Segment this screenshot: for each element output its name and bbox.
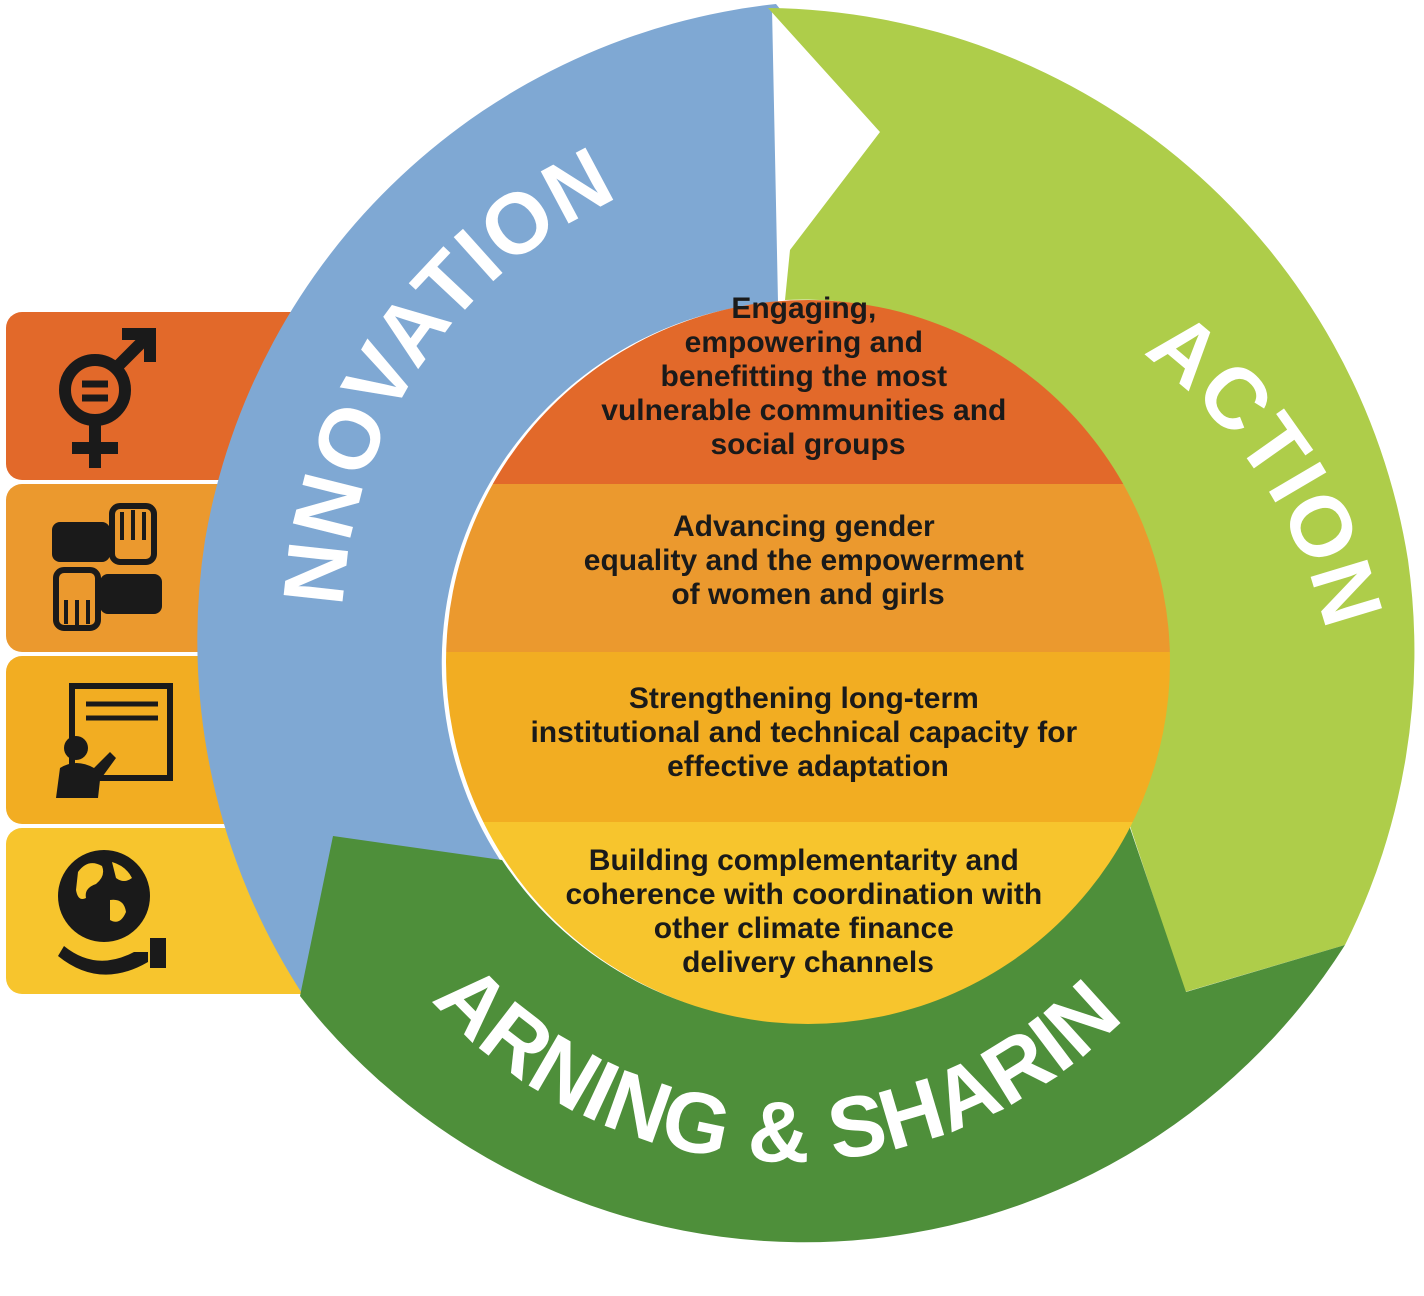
priority-4-text: Building complementarity and coherence w… [565, 844, 1050, 979]
priority-1-text: Engaging, empowering and benefitting the… [601, 292, 1014, 461]
outer-ring [197, 4, 1415, 1243]
globe-in-hand-icon [58, 850, 166, 975]
band-3 [446, 652, 1170, 822]
band-2 [446, 484, 1170, 652]
action-segment [768, 8, 1415, 992]
innovation-segment [197, 4, 881, 998]
joined-hands-icon [52, 503, 162, 631]
teaching-presentation-icon [56, 683, 173, 798]
priority-3-text: Strengthening long-term institutional an… [530, 682, 1085, 783]
priority-2-text: Advancing gender equality and the empowe… [584, 510, 1032, 611]
learning-segment [300, 822, 1345, 1243]
gender-equality-icon [59, 328, 156, 468]
